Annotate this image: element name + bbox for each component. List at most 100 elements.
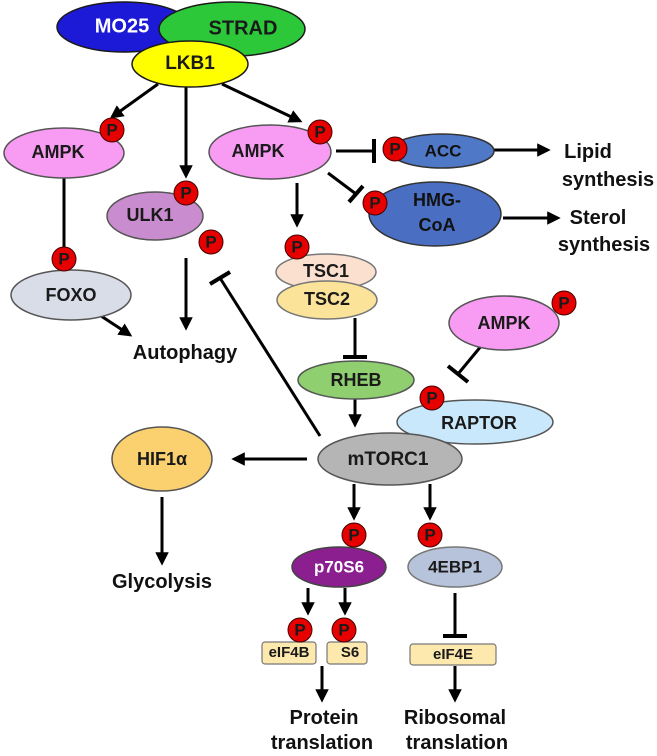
ampk-left-phospho-label: P [106, 120, 117, 139]
ebp1-group: 4EBP1 P [407, 522, 503, 588]
eif4e-box [409, 643, 497, 666]
foxo-node [10, 269, 132, 321]
mtorc1-node [317, 432, 463, 486]
lipid-synthesis-line2: synthesis [562, 169, 654, 191]
ampk-right-phospho-badge [551, 290, 577, 316]
ebp1-node [407, 546, 503, 588]
raptor-phospho-label: P [426, 388, 437, 407]
p70s6-phospho-label: P [348, 525, 359, 544]
ampk-center-node [208, 124, 332, 180]
sterol-synthesis-line2: synthesis [558, 234, 650, 256]
arrow-lkb1-to-ampk-center [221, 82, 303, 123]
tsc1-phospho-label: P [291, 237, 302, 256]
inhibit-ampk-center-to-hmgcoa-bar [347, 184, 365, 204]
tsc2-node [276, 280, 378, 320]
acc-phospho-badge [382, 136, 408, 162]
lkb1-label: LKB1 [165, 53, 215, 74]
ampk-right-label: AMPK [478, 313, 531, 333]
arrow-foxo-to-autophagy [97, 312, 133, 337]
ebp1-phospho-label: P [424, 525, 435, 544]
ampk-center-group: AMPK P [208, 119, 333, 180]
inhibit-mtorc1-to-ulk1-line [218, 277, 322, 437]
eif4b-group: eIF4B P [261, 617, 317, 665]
p70s6-group: p70S6 P [291, 522, 387, 588]
lipid-synthesis-line1: Lipid [564, 141, 612, 163]
tsc-complex: TSC1 TSC2 P [275, 234, 378, 320]
s6-phospho-badge [331, 617, 357, 643]
hmgcoa-group: HMG- CoA P [362, 181, 502, 247]
rheb-node [297, 360, 415, 400]
p70s6-label: p70S6 [314, 557, 364, 576]
strad-label: STRAD [209, 17, 278, 39]
foxo-phospho-badge [51, 246, 77, 272]
raptor-label: RAPTOR [441, 413, 517, 433]
sterol-synthesis-line1: Sterol [570, 207, 627, 229]
ulk1-phospho-label-bottom: P [205, 232, 216, 251]
inhibit-ampk-center-to-hmgcoa-line [327, 171, 357, 196]
foxo-label: FOXO [45, 285, 96, 305]
p70s6-phospho-badge [341, 522, 367, 548]
rheb-group: RHEB [297, 360, 415, 400]
raptor-phospho-badge [419, 385, 445, 411]
ebp1-phospho-badge [417, 522, 443, 548]
ampk-center-phospho-label: P [314, 122, 325, 141]
arrow-lkb1-to-ampk-left [109, 82, 159, 119]
hmgcoa-phospho-badge [362, 190, 388, 216]
acc-label: ACC [425, 141, 462, 160]
ebp1-label: 4EBP1 [428, 557, 482, 576]
ulk1-group: ULK1 P P [106, 180, 224, 255]
ribosomal-translation-line1: Ribosomal [404, 707, 506, 729]
tsc1-label: TSC1 [303, 261, 349, 281]
hif1a-label: HIF1α [137, 449, 187, 469]
mtorc1-label: mTORC1 [348, 449, 429, 470]
s6-group: S6 P [326, 617, 368, 665]
acc-group: ACC P [382, 133, 495, 169]
hif1a-group: HIF1α [111, 426, 213, 492]
ulk1-phospho-badge-top [173, 180, 199, 206]
inhibit-ampk-right-to-raptor-line [456, 344, 484, 375]
protein-translation-line2: translation [271, 732, 373, 754]
p70s6-node [291, 546, 387, 588]
hif1a-node [111, 426, 213, 492]
s6-label: S6 [341, 644, 359, 661]
s6-phospho-label: P [338, 620, 349, 639]
eif4b-label: eIF4B [269, 644, 310, 661]
tsc1-phospho-badge [284, 234, 310, 260]
ampk-left-node [3, 127, 125, 179]
raptor-node [396, 399, 554, 445]
eif4b-phospho-label: P [294, 620, 305, 639]
ampk-left-phospho-badge [99, 117, 125, 143]
eif4e-group: eIF4E [409, 643, 497, 666]
ulk1-phospho-badge-bottom [198, 229, 224, 255]
ampk-right-group: AMPK P [448, 290, 577, 351]
protein-translation-line1: Protein [290, 707, 359, 729]
edges [57, 82, 561, 703]
foxo-group: FOXO P [10, 246, 132, 321]
eif4e-label: eIF4E [433, 646, 473, 663]
lkb1-complex: MO25 STRAD LKB1 [56, 1, 306, 88]
mo25-label: MO25 [95, 15, 149, 37]
hmgcoa-label-line1: HMG- [413, 190, 461, 210]
ampk-left-group: AMPK P [3, 117, 125, 179]
ampk-center-label: AMPK [232, 141, 285, 161]
ampk-right-node [448, 295, 560, 351]
ampk-right-phospho-label: P [558, 293, 569, 312]
inhibit-mtorc1-to-ulk1-bar [208, 270, 232, 286]
ampk-left-label: AMPK [32, 142, 85, 162]
tsc2-label: TSC2 [304, 289, 350, 309]
autophagy-label: Autophagy [133, 342, 238, 364]
eif4b-box [261, 641, 317, 665]
eif4b-phospho-badge [287, 617, 313, 643]
hmgcoa-label-line2: CoA [419, 215, 456, 235]
hmgcoa-node [368, 181, 502, 247]
mtorc1-group: RAPTOR P mTORC1 [317, 385, 554, 486]
ulk1-label: ULK1 [126, 205, 173, 225]
lkb1-node [131, 40, 249, 88]
acc-phospho-label: P [389, 139, 400, 158]
ulk1-node [106, 191, 204, 241]
rheb-label: RHEB [330, 370, 381, 390]
hmgcoa-phospho-label: P [369, 193, 380, 212]
ampk-center-phospho-badge [307, 119, 333, 145]
ulk1-phospho-label-top: P [180, 183, 191, 202]
